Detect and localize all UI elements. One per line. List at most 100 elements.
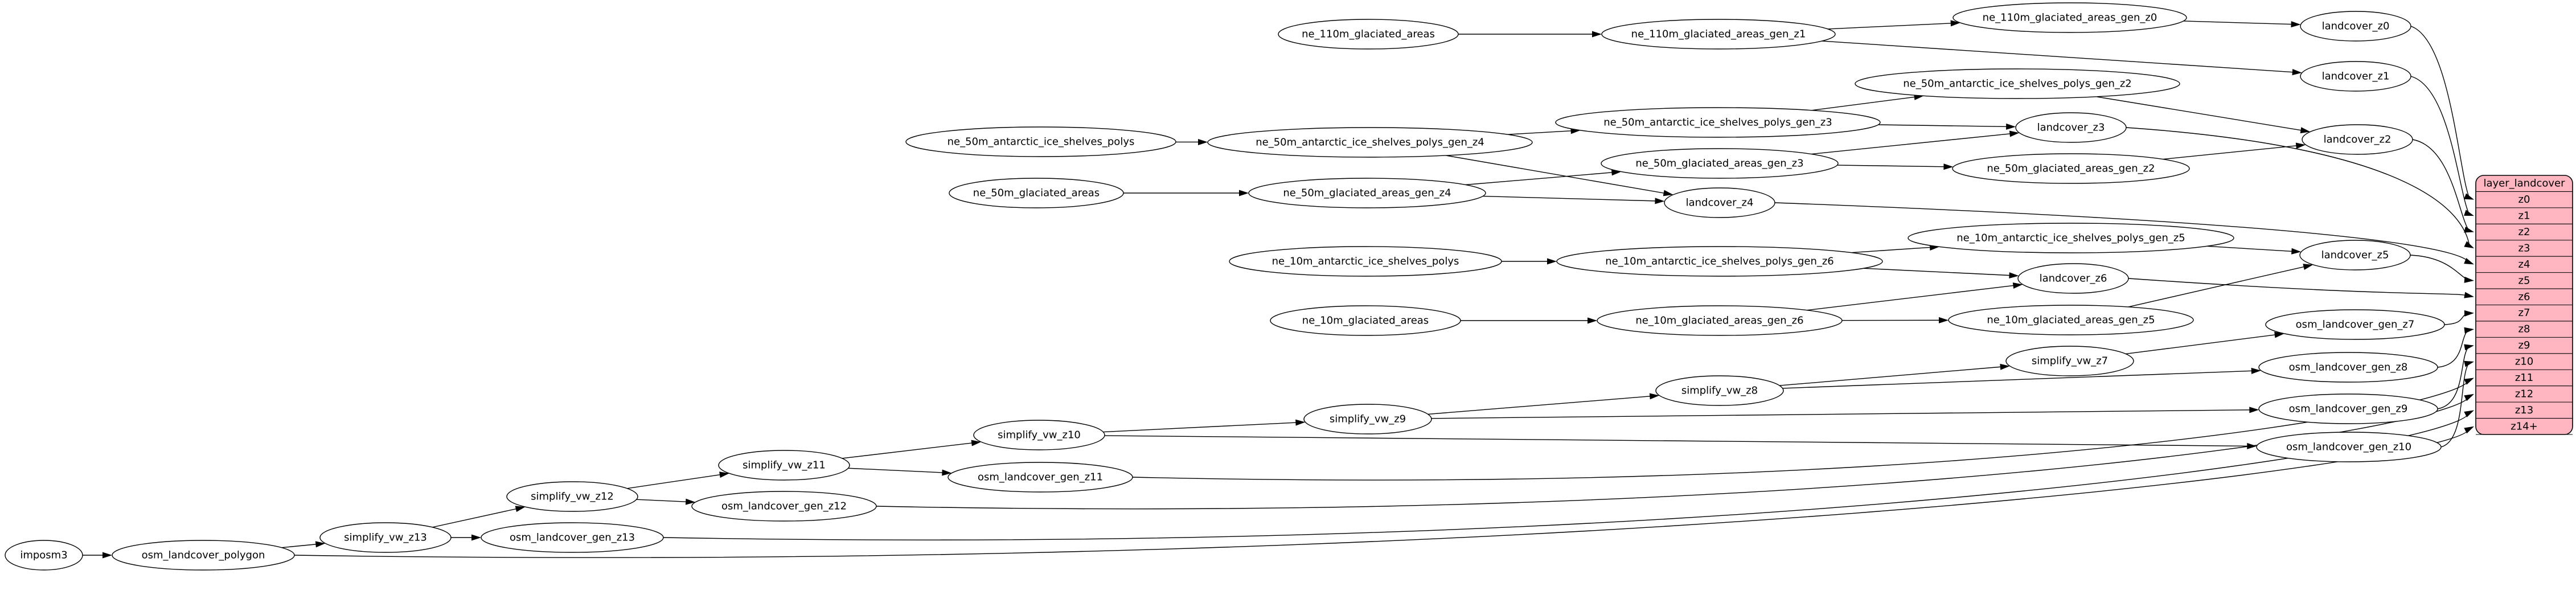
node-label: landcover_z1 xyxy=(2322,71,2390,83)
table-row-z8: z8 xyxy=(2518,323,2530,335)
edge-osm_landcover_gen_z10-row-arrowhead xyxy=(2464,360,2474,367)
node-ellipse xyxy=(319,522,452,553)
node-label: simplify_vw_z7 xyxy=(2032,355,2108,367)
edge-line xyxy=(1132,379,2470,481)
node-ellipse xyxy=(2299,240,2411,270)
edge-osm_landcover_polygon-to-simplify_vw_z13 xyxy=(281,541,326,548)
node-simplify_vw_z7: simplify_vw_z7 xyxy=(2005,346,2134,376)
node-ellipse xyxy=(2258,393,2438,424)
edge-line xyxy=(432,508,518,528)
node-label: ne_10m_antarctic_ice_shelves_polys_gen_z… xyxy=(1605,256,1834,268)
node-simplify_vw_z10: simplify_vw_z10 xyxy=(973,420,1105,450)
edge-landcover_z2-to-row-z2 xyxy=(2412,139,2474,233)
table-title: layer_landcover xyxy=(2483,178,2565,190)
node-ellipse xyxy=(2265,309,2445,340)
node-simplify_vw_z11: simplify_vw_z11 xyxy=(718,450,850,481)
edge-simplify_vw_z11-to-simplify_vw_z10 xyxy=(842,440,982,459)
edge-line xyxy=(1774,202,2470,264)
table-row-z2: z2 xyxy=(2518,226,2530,238)
edge-ne_10m_antarctic_ice_shelves_polys-to-ne_10m_antarctic_ice_shelves_polys_gen_z6-arrowhead xyxy=(1547,258,1557,265)
edge-osm_landcover_gen_z7-to-row-z7 xyxy=(2444,310,2474,325)
edge-simplify_vw_z9-to-osm_landcover_gen_z9 xyxy=(1431,407,2259,419)
node-label: imposm3 xyxy=(20,550,67,561)
edge-ne_50m_glaciated_areas_gen_z2-to-landcover_z2-arrowhead xyxy=(2295,142,2306,149)
edge-line xyxy=(1837,165,1946,167)
edge-ne_50m_antarctic_ice_shelves_polys_gen_z3-to-landcover_z3-arrowhead xyxy=(2006,123,2016,130)
edge-line xyxy=(2126,127,2470,247)
edge-line xyxy=(2128,278,2470,297)
edge-line xyxy=(2440,362,2470,448)
edge-ne_110m_glaciated_areas_gen_z1-to-landcover_z1-arrowhead xyxy=(2292,69,2302,76)
edge-simplify_vw_z9-to-osm_landcover_gen_z9-arrowhead xyxy=(2249,407,2259,413)
node-ne_50m_glaciated_areas_gen_z4: ne_50m_glaciated_areas_gen_z4 xyxy=(1248,178,1486,208)
edge-landcover_z3-row-arrowhead xyxy=(2464,241,2474,248)
edge-landcover_z1-row-arrowhead xyxy=(2464,210,2474,216)
edge-line xyxy=(1863,268,2012,276)
node-osm_landcover_gen_z10: osm_landcover_gen_z10 xyxy=(2256,432,2442,462)
node-ne_50m_glaciated_areas: ne_50m_glaciated_areas xyxy=(949,178,1124,208)
edge-imposm3-to-osm_landcover_polygon xyxy=(83,552,112,559)
edge-line xyxy=(1811,96,1917,111)
edge-ne_50m_antarctic_ice_shelves_polys_gen_z4-to-landcover_z4-arrowhead xyxy=(1663,190,1673,196)
node-ellipse xyxy=(1303,404,1432,434)
node-simplify_vw_z8: simplify_vw_z8 xyxy=(1655,375,1784,406)
node-ellipse xyxy=(1601,19,1836,50)
edge-line xyxy=(2410,26,2470,199)
node-ellipse xyxy=(1270,305,1461,336)
table-row-z0: z0 xyxy=(2518,194,2530,206)
edge-osm_landcover_gen_z11-to-row-z11 xyxy=(1132,378,2474,481)
edge-simplify_vw_z11-to-simplify_vw_z10-arrowhead xyxy=(971,440,982,446)
edge-osm_landcover_gen_z9-to-row-z9 xyxy=(2437,344,2474,409)
node-ellipse xyxy=(112,540,295,571)
edge-simplify_vw_z8-to-osm_landcover_gen_z8-arrowhead xyxy=(2251,367,2261,374)
node-ellipse xyxy=(1855,68,2180,99)
edge-line xyxy=(1828,22,1953,30)
node-osm_landcover_gen_z8: osm_landcover_gen_z8 xyxy=(2258,352,2438,383)
edge-ne_50m_antarctic_ice_shelves_polys_gen_z4-to-landcover_z4 xyxy=(1446,155,1673,196)
node-ellipse xyxy=(1655,375,1784,406)
edge-line xyxy=(1782,370,2254,389)
edge-ne_110m_glaciated_areas-to-ne_110m_glaciated_areas_gen_z1 xyxy=(1458,31,1602,38)
edge-line xyxy=(2412,139,2470,232)
node-label: ne_110m_glaciated_areas xyxy=(1302,28,1435,40)
edge-line xyxy=(663,412,2470,540)
node-label: ne_10m_glaciated_areas_gen_z5 xyxy=(1987,314,2155,326)
edge-ne_50m_glaciated_areas_gen_z3-to-landcover_z3 xyxy=(1811,130,2020,155)
edge-ne_50m_glaciated_areas_gen_z3-to-landcover_z3-arrowhead xyxy=(2009,130,2020,137)
node-ellipse xyxy=(481,522,664,553)
node-ellipse xyxy=(5,540,83,571)
node-label: osm_landcover_gen_z13 xyxy=(510,532,635,544)
node-label: landcover_z3 xyxy=(2037,122,2105,134)
node-label: simplify_vw_z12 xyxy=(531,491,614,503)
node-label: osm_landcover_gen_z8 xyxy=(2289,362,2408,374)
edge-ne_110m_glaciated_areas_gen_z1-to-landcover_z1 xyxy=(1822,40,2302,76)
table-layer-landcover: layer_landcoverz0z1z2z3z4z5z6z7z8z9z10z1… xyxy=(2475,175,2573,435)
node-landcover_z0: landcover_z0 xyxy=(2300,11,2411,42)
node-label: ne_10m_glaciated_areas_gen_z6 xyxy=(1635,315,1803,327)
node-label: ne_50m_glaciated_areas_gen_z2 xyxy=(1987,163,2155,175)
node-label: ne_50m_antarctic_ice_shelves_polys xyxy=(947,136,1135,148)
edge-simplify_vw_z12-to-osm_landcover_gen_z12-arrowhead xyxy=(685,498,696,505)
edge-osm_landcover_polygon-to-simplify_vw_z13-arrowhead xyxy=(315,541,326,548)
node-label: ne_50m_glaciated_areas_gen_z3 xyxy=(1635,158,1803,170)
edge-landcover_z3-to-row-z3 xyxy=(2126,127,2474,248)
edge-line xyxy=(1807,285,2016,311)
node-ellipse xyxy=(1908,223,2234,253)
node-ellipse xyxy=(2302,124,2413,155)
node-ne_10m_antarctic_ice_shelves_polys_gen_z5: ne_10m_antarctic_ice_shelves_polys_gen_z… xyxy=(1908,223,2234,253)
edge-ne_50m_glaciated_areas_gen_z4-to-landcover_z4-arrowhead xyxy=(1655,198,1665,204)
edge-landcover_z1-to-row-z1 xyxy=(2410,76,2474,216)
edge-line xyxy=(1483,195,1658,202)
table-row-z12: z12 xyxy=(2515,388,2533,400)
edge-ne_10m_glaciated_areas-to-ne_10m_glaciated_areas_gen_z6 xyxy=(1461,317,1597,324)
edge-osm_landcover_gen_z11-row-arrowhead xyxy=(2464,378,2474,385)
node-ellipse xyxy=(1207,127,1533,158)
node-ne_50m_glaciated_areas_gen_z2: ne_50m_glaciated_areas_gen_z2 xyxy=(1952,153,2190,184)
edge-line xyxy=(1104,435,2250,447)
node-osm_landcover_gen_z11: osm_landcover_gen_z11 xyxy=(947,462,1133,493)
edge-simplify_vw_z10-to-simplify_vw_z9-arrowhead xyxy=(1295,419,1306,426)
node-label: simplify_vw_z10 xyxy=(998,429,1081,441)
node-ellipse xyxy=(2017,263,2129,294)
node-ellipse xyxy=(949,178,1124,208)
